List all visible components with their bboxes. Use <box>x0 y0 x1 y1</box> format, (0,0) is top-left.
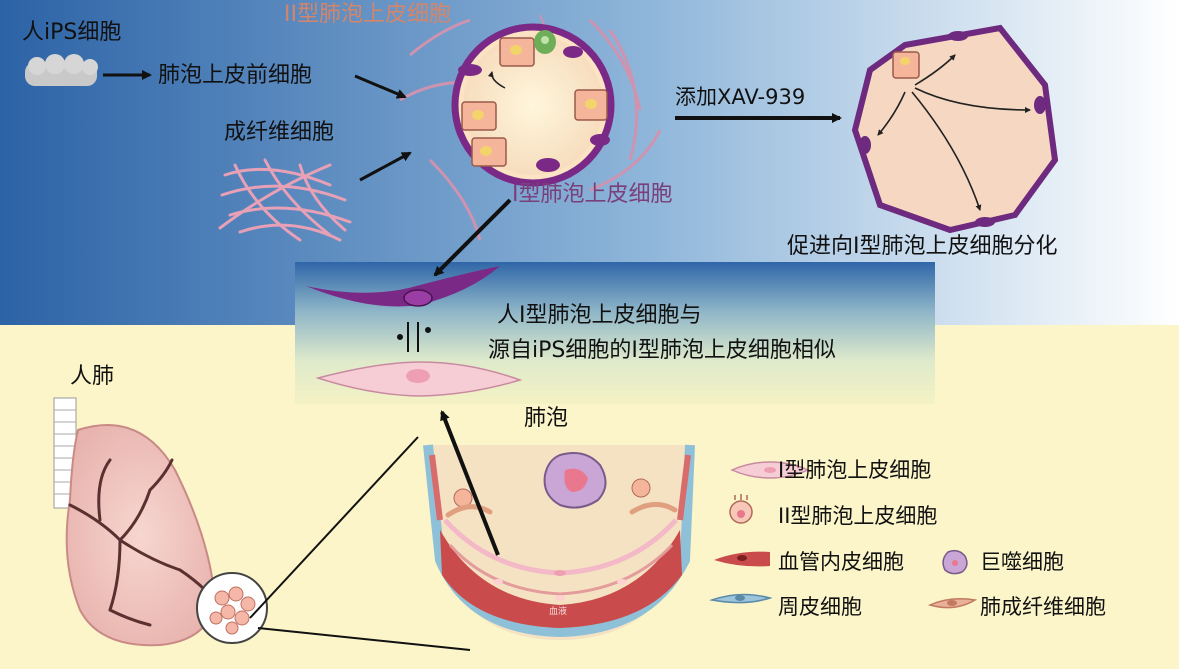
alveolus-label: 肺泡 <box>524 408 568 430</box>
legend-type2-label: II型肺泡上皮细胞 <box>778 506 937 527</box>
human-lung-label: 人肺 <box>70 366 114 388</box>
legend-type1-label: I型肺泡上皮细胞 <box>778 460 931 481</box>
add-compound-label: 添加XAV-939 <box>675 87 805 108</box>
legend-pericyte-label: 周皮细胞 <box>778 597 862 618</box>
similarity-line1: 人I型肺泡上皮细胞与 <box>497 305 702 327</box>
legend-macrophage-label: 巨噬细胞 <box>980 552 1064 573</box>
type1-mid-label: I型肺泡上皮细胞 <box>512 184 673 206</box>
legend-endothelial-label: 血管内皮细胞 <box>778 552 904 573</box>
progenitor-label: 肺泡上皮前细胞 <box>158 65 312 87</box>
promote-differentiation-label: 促进向I型肺泡上皮细胞分化 <box>787 236 1058 258</box>
legend-fibroblast-label: 肺成纤维细胞 <box>980 597 1106 618</box>
similarity-line2: 源自iPS细胞的I型肺泡上皮细胞相似 <box>488 340 836 362</box>
macrophage-icon <box>943 551 967 574</box>
vessel-label: 血液 <box>549 608 567 617</box>
differentiated-alveolus <box>855 28 1055 230</box>
fibroblast-label: 成纤维细胞 <box>224 122 334 144</box>
human-ips-label: 人iPS细胞 <box>22 22 121 44</box>
type2-top-label: II型肺泡上皮细胞 <box>284 4 451 26</box>
